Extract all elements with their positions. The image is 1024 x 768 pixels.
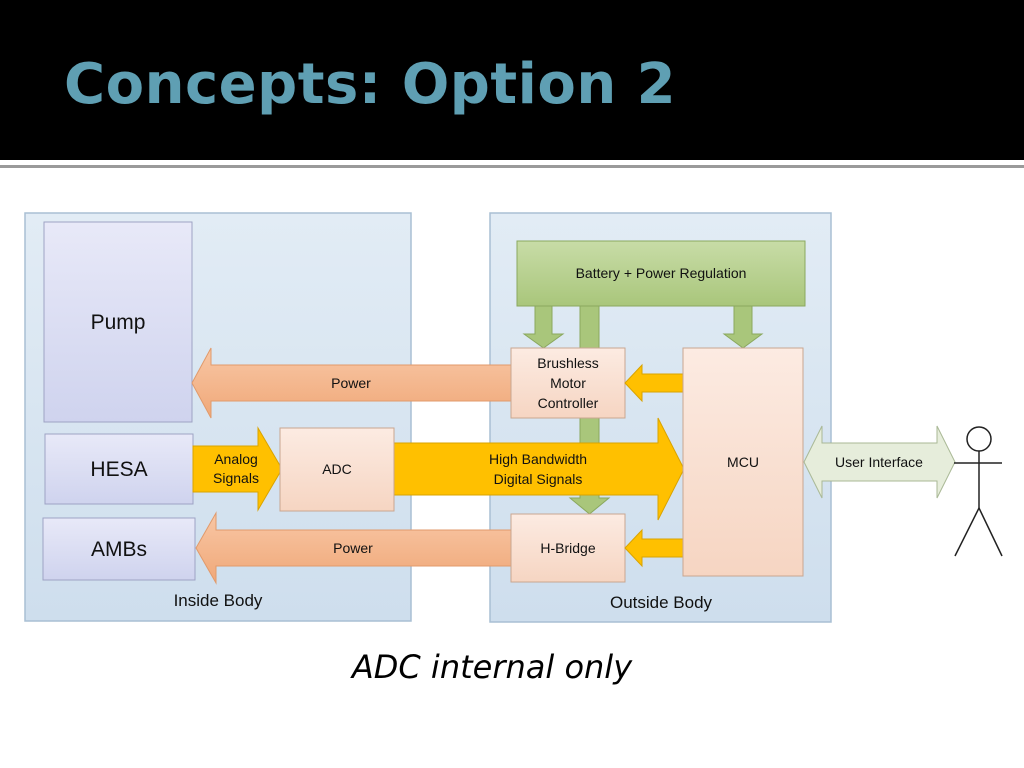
block-pump: Pump bbox=[43, 221, 193, 423]
arrow-mcu-to-bmc bbox=[624, 363, 685, 403]
analog-label-1: Analog bbox=[214, 451, 258, 467]
arrow-battery-to-mcu bbox=[722, 305, 764, 349]
stick-figure-icon bbox=[954, 426, 1003, 557]
block-brushless-motor-controller: Brushless Motor Controller bbox=[510, 347, 626, 419]
block-ambs: AMBs bbox=[42, 517, 196, 581]
slide-title: Concepts: Option 2 bbox=[64, 52, 677, 117]
power-ambs-label: Power bbox=[333, 540, 373, 556]
arrow-digital-signals: High Bandwidth Digital Signals bbox=[393, 417, 685, 521]
arrow-battery-to-bmc bbox=[522, 305, 565, 349]
region-outside-label: Outside Body bbox=[610, 593, 713, 612]
divider-gray bbox=[0, 165, 1024, 168]
power-pump-label: Power bbox=[331, 375, 371, 391]
digital-label-1: High Bandwidth bbox=[489, 451, 587, 467]
block-battery-power: Battery + Power Regulation bbox=[516, 240, 806, 307]
slide-caption: ADC internal only bbox=[351, 648, 633, 686]
user-interface-label: User Interface bbox=[835, 454, 923, 470]
divider-white bbox=[0, 160, 1024, 164]
bmc-label-3: Controller bbox=[538, 395, 599, 411]
arrow-analog-signals: Analog Signals bbox=[192, 426, 283, 512]
mcu-label: MCU bbox=[727, 454, 759, 470]
block-mcu: MCU bbox=[682, 347, 804, 577]
arrow-user-interface: User Interface bbox=[803, 425, 956, 499]
bmc-label-2: Motor bbox=[550, 375, 586, 391]
arrow-mcu-to-hbridge bbox=[624, 528, 685, 568]
region-inside-label: Inside Body bbox=[174, 591, 263, 610]
ambs-label: AMBs bbox=[91, 538, 147, 561]
adc-label: ADC bbox=[322, 461, 352, 477]
battery-label: Battery + Power Regulation bbox=[576, 265, 747, 281]
block-h-bridge: H-Bridge bbox=[510, 513, 626, 583]
pump-label: Pump bbox=[91, 311, 146, 334]
hbridge-label: H-Bridge bbox=[540, 540, 595, 556]
block-adc: ADC bbox=[279, 427, 395, 512]
analog-label-2: Signals bbox=[213, 470, 259, 486]
arrow-power-to-pump: Power bbox=[191, 347, 512, 419]
hesa-label: HESA bbox=[90, 458, 147, 481]
digital-label-2: Digital Signals bbox=[494, 471, 583, 487]
block-hesa: HESA bbox=[44, 433, 194, 505]
arrow-power-to-ambs: Power bbox=[195, 511, 512, 585]
bmc-label-1: Brushless bbox=[537, 355, 598, 371]
title-bar: Concepts: Option 2 bbox=[0, 0, 1024, 160]
